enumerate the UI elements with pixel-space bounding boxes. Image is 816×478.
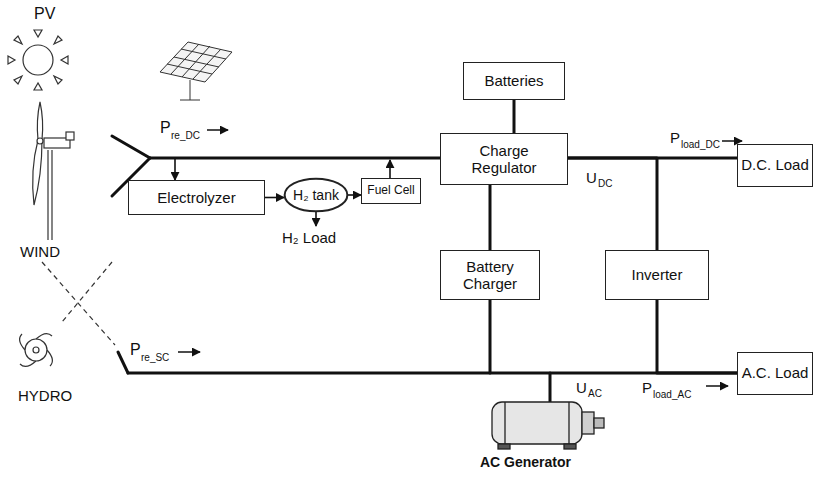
connector	[489, 185, 492, 250]
tap-wire	[389, 160, 391, 178]
wind-turbine	[33, 102, 74, 240]
label-text: re_DC	[171, 131, 200, 141]
label-text: AC Generator	[480, 455, 571, 469]
tank-ellipse: H₂ tank	[284, 178, 348, 212]
label-text: U	[586, 170, 597, 185]
ac-bus	[118, 352, 550, 402]
component-box: Batteries	[463, 62, 565, 100]
label-text: AC	[588, 389, 602, 399]
label-text: P	[160, 120, 171, 136]
label-text: HYDRO	[18, 388, 72, 403]
label-text: U	[576, 380, 587, 395]
label-text: WIND	[20, 244, 60, 259]
label-text: H₂ Load	[282, 230, 336, 245]
node-text: Fuel Cell	[367, 184, 414, 198]
node-text: Electrolyzer	[157, 189, 235, 206]
connector	[265, 197, 284, 199]
component-box: A.C. Load	[737, 352, 813, 395]
label-text: P	[670, 130, 680, 145]
hydro-turbine	[20, 334, 53, 367]
flow-arrow	[178, 130, 742, 386]
label-text: DC	[598, 179, 612, 189]
dashed-link	[42, 262, 115, 345]
component-box: Inverter	[605, 250, 709, 300]
label-text: load_DC	[681, 140, 720, 150]
node-text: D.C. Load	[741, 156, 809, 173]
tap-wire	[315, 212, 317, 226]
connector	[490, 300, 737, 373]
tap-wire	[174, 158, 176, 180]
connector	[513, 100, 516, 133]
component-box: D.C. Load	[737, 144, 813, 187]
connector	[348, 194, 361, 196]
connector	[568, 158, 657, 250]
ac-generator-icon	[492, 402, 604, 449]
node-text: Battery Charger	[450, 258, 530, 293]
connector	[657, 300, 737, 373]
node-text: Inverter	[632, 266, 683, 283]
component-box: Battery Charger	[440, 250, 540, 300]
label-text: PV	[34, 6, 55, 22]
node-text: H₂ tank	[293, 187, 339, 203]
component-box: Fuel Cell	[361, 178, 421, 204]
label-text: P	[130, 342, 141, 358]
node-text: A.C. Load	[742, 364, 809, 381]
component-box: Electrolyzer	[128, 180, 265, 215]
label-text: load_AC	[653, 390, 691, 400]
node-text: Charge Regulator	[456, 142, 552, 177]
label-text: re_SC	[141, 353, 169, 363]
label-text: P	[642, 380, 652, 395]
solar-panel	[160, 42, 232, 100]
node-text: Batteries	[484, 72, 543, 89]
sun-icon	[8, 30, 68, 90]
component-box: Charge Regulator	[440, 133, 568, 185]
